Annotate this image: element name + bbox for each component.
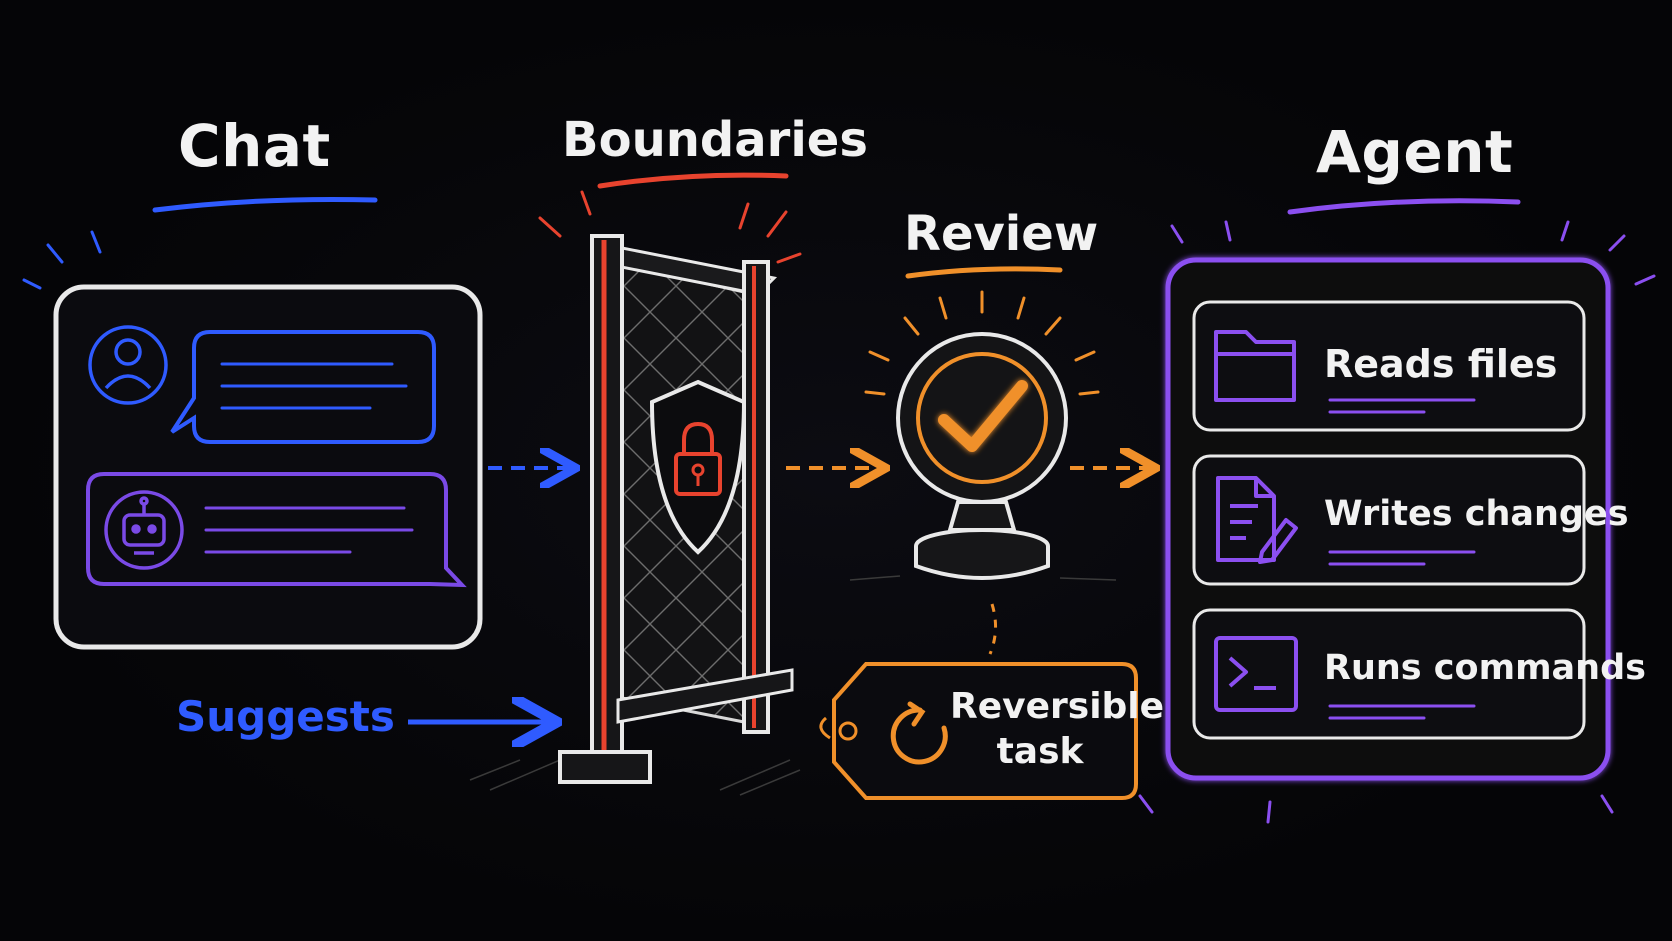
boundaries-title: Boundaries — [562, 112, 868, 168]
suggests-caption: Suggests — [176, 692, 395, 741]
stamp-globe — [896, 332, 1068, 504]
gate-left-post — [590, 234, 624, 758]
gate-shadow — [469, 759, 801, 796]
agent-item-card-2 — [1192, 454, 1586, 586]
review-rays — [864, 290, 1100, 396]
folder-icon — [1214, 330, 1296, 402]
review-title: Review — [904, 206, 1099, 262]
boundaries-title-underline — [597, 172, 789, 189]
agent-title-underline — [1287, 198, 1521, 215]
agent-item-underlines — [1328, 398, 1476, 720]
boundaries-sparks — [538, 190, 802, 264]
chat-sparks — [22, 230, 102, 290]
reversible-task-tag — [832, 662, 1138, 800]
bot-message-bubble — [86, 472, 467, 588]
agent-item-runs-commands: Runs commands — [1324, 648, 1646, 688]
agent-item-writes-changes: Writes changes — [1324, 494, 1629, 534]
agent-section — [1138, 198, 1656, 824]
agent-title: Agent — [1316, 118, 1514, 186]
chat-title-underline — [152, 196, 378, 213]
stamp-shadow — [849, 575, 1117, 581]
review-title-underline — [905, 266, 1063, 279]
user-message-lines — [220, 362, 408, 410]
robot-icon — [104, 490, 184, 570]
reversible-task-label: Reversible task — [950, 684, 1165, 774]
shield-lock-icon — [649, 379, 747, 555]
tag-string — [988, 603, 997, 655]
agent-sparks — [1138, 220, 1656, 824]
stamp-inner-ring — [916, 352, 1048, 484]
gate-base — [558, 750, 652, 784]
checkmark-icon — [938, 380, 1028, 452]
bot-message-lines — [204, 506, 414, 554]
boundaries-section — [469, 172, 882, 796]
agent-item-card-3 — [1192, 608, 1586, 740]
review-section — [819, 266, 1152, 800]
refresh-icon — [890, 701, 948, 765]
chat-title: Chat — [178, 112, 331, 180]
stamp-neck — [947, 500, 1017, 532]
tag-line-2: task — [996, 731, 1084, 772]
chat-window — [53, 284, 483, 650]
gate-bottom-rail — [616, 668, 794, 724]
user-avatar-icon — [88, 325, 168, 405]
tag-eyelet — [838, 721, 858, 741]
tag-loop — [819, 716, 831, 740]
agent-item-reads-files: Reads files — [1324, 342, 1558, 386]
stamp-base — [914, 546, 1050, 580]
chat-section — [22, 196, 572, 722]
user-message-bubble — [170, 330, 436, 444]
tag-line-1: Reversible — [950, 686, 1165, 727]
document-pencil-icon — [1216, 476, 1298, 564]
terminal-icon — [1214, 636, 1298, 712]
